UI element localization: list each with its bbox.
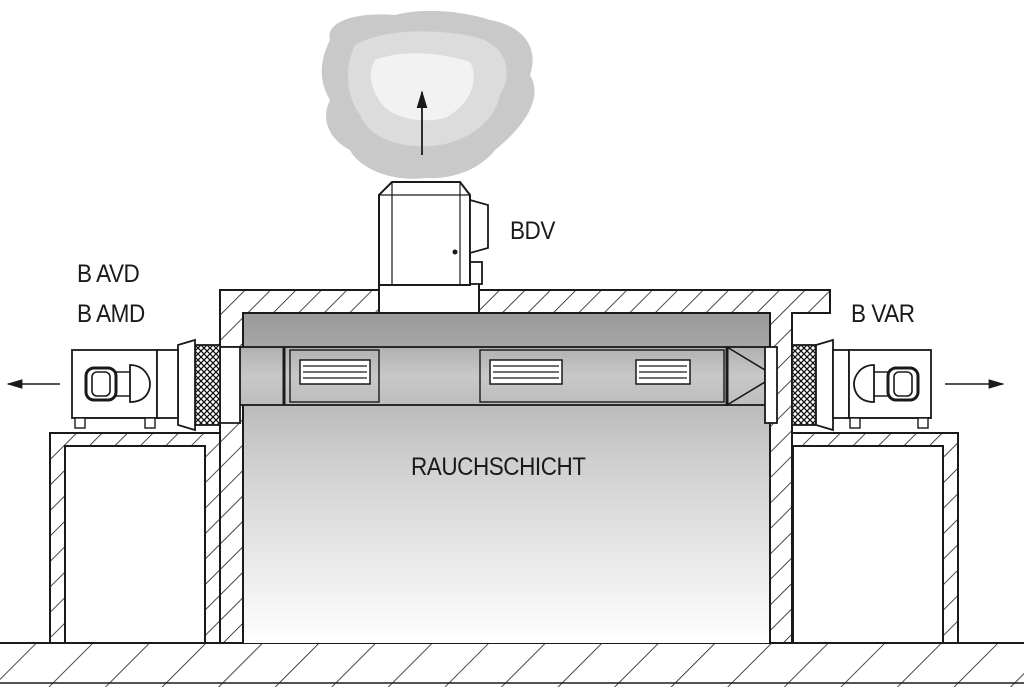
mesh-filter-icon — [791, 344, 817, 426]
duct-right-flange — [764, 346, 778, 424]
ground-slab — [0, 643, 1024, 687]
smoke-cloud — [321, 10, 535, 179]
label-b-amd: B AMD — [77, 300, 145, 328]
roof-fan-bdv — [378, 181, 489, 314]
duct-segment-left — [289, 349, 380, 403]
duct-system — [219, 345, 778, 424]
label-rauchschicht: RAUCHSCHICHT — [411, 453, 586, 481]
roof-fan-housing — [378, 181, 471, 286]
label-b-var: B VAR — [851, 300, 915, 328]
mesh-filter-icon — [194, 344, 221, 426]
left-annex — [49, 432, 221, 644]
louver-grille-icon — [635, 359, 691, 385]
louver-grille-icon — [489, 359, 563, 385]
duct-left-flange — [219, 346, 241, 424]
roof-fan-motor-cover — [469, 198, 489, 255]
label-bdv: BDV — [510, 217, 555, 245]
fan-icon — [815, 338, 932, 432]
right-annex — [789, 432, 959, 644]
fan-icon — [71, 338, 196, 432]
label-b-avd: B AVD — [77, 260, 140, 288]
duct-segment-right — [479, 349, 725, 403]
smoke-cloud-core — [370, 53, 474, 121]
louver-grille-icon — [299, 359, 371, 385]
